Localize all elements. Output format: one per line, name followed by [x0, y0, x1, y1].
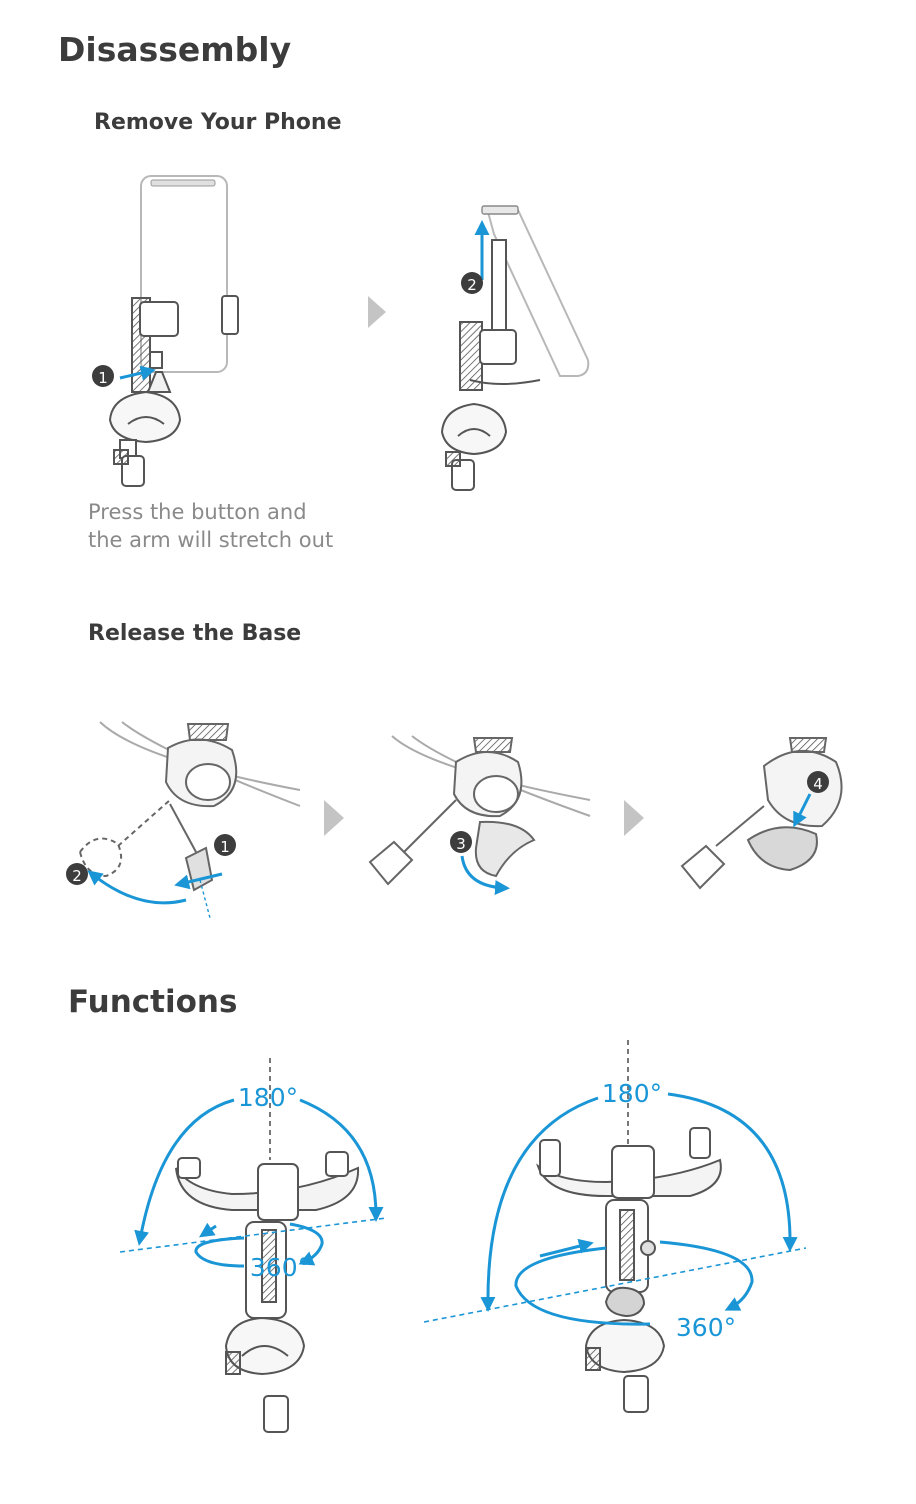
svg-text:3: 3	[456, 835, 466, 853]
step-badge-1: 1	[92, 365, 114, 387]
remove-phone-caption: Press the button and the arm will stretc…	[88, 498, 333, 554]
axis-lines-right	[423, 1040, 807, 1323]
caption-line-2: the arm will stretch out	[88, 528, 334, 552]
rotation-label-180-right: 180°	[602, 1079, 662, 1108]
next-step-arrow-2	[324, 800, 344, 836]
next-step-arrow	[368, 296, 386, 328]
caption-line-1: Press the button and	[88, 500, 307, 524]
subsection-title-remove-phone: Remove Your Phone	[94, 110, 342, 135]
push-arrow-release-4	[793, 793, 812, 828]
rotation-label-360-left: 360°	[250, 1253, 310, 1282]
step-badge-2: 2	[461, 272, 483, 294]
step-badge-release-3: 3	[450, 831, 472, 853]
rotation-arcs-left	[134, 1098, 384, 1268]
rotate-arrow-release-3	[460, 855, 510, 896]
function-mount-left-illustration	[175, 1151, 360, 1433]
step-badge-release-4: 4	[807, 771, 829, 793]
button-press-arrow	[119, 365, 156, 381]
section-title-functions: Functions	[68, 984, 238, 1020]
svg-text:2: 2	[467, 276, 477, 294]
svg-text:1: 1	[220, 838, 230, 856]
mount-with-phone-illustration	[108, 175, 239, 487]
rotate-arrow-release-1	[87, 870, 223, 919]
release-step3-illustration	[680, 737, 843, 890]
svg-text:1: 1	[98, 369, 108, 387]
step-badge-release-1: 1	[214, 834, 236, 856]
rotation-label-180-left: 180°	[238, 1083, 298, 1112]
rotation-label-360-right: 360°	[676, 1313, 736, 1342]
next-step-arrow-3	[624, 800, 644, 836]
svg-text:2: 2	[72, 867, 82, 885]
mount-arm-extended-illustration	[440, 205, 590, 491]
step-badge-release-2: 2	[66, 863, 88, 885]
section-title-disassembly: Disassembly	[58, 30, 292, 69]
subsection-title-release-base: Release the Base	[88, 621, 302, 646]
release-step2-illustration	[368, 735, 591, 886]
svg-text:4: 4	[813, 775, 823, 793]
release-step1-illustration	[78, 721, 301, 892]
rotation-arcs-right	[480, 1092, 798, 1326]
axis-lines-left	[119, 1058, 387, 1253]
